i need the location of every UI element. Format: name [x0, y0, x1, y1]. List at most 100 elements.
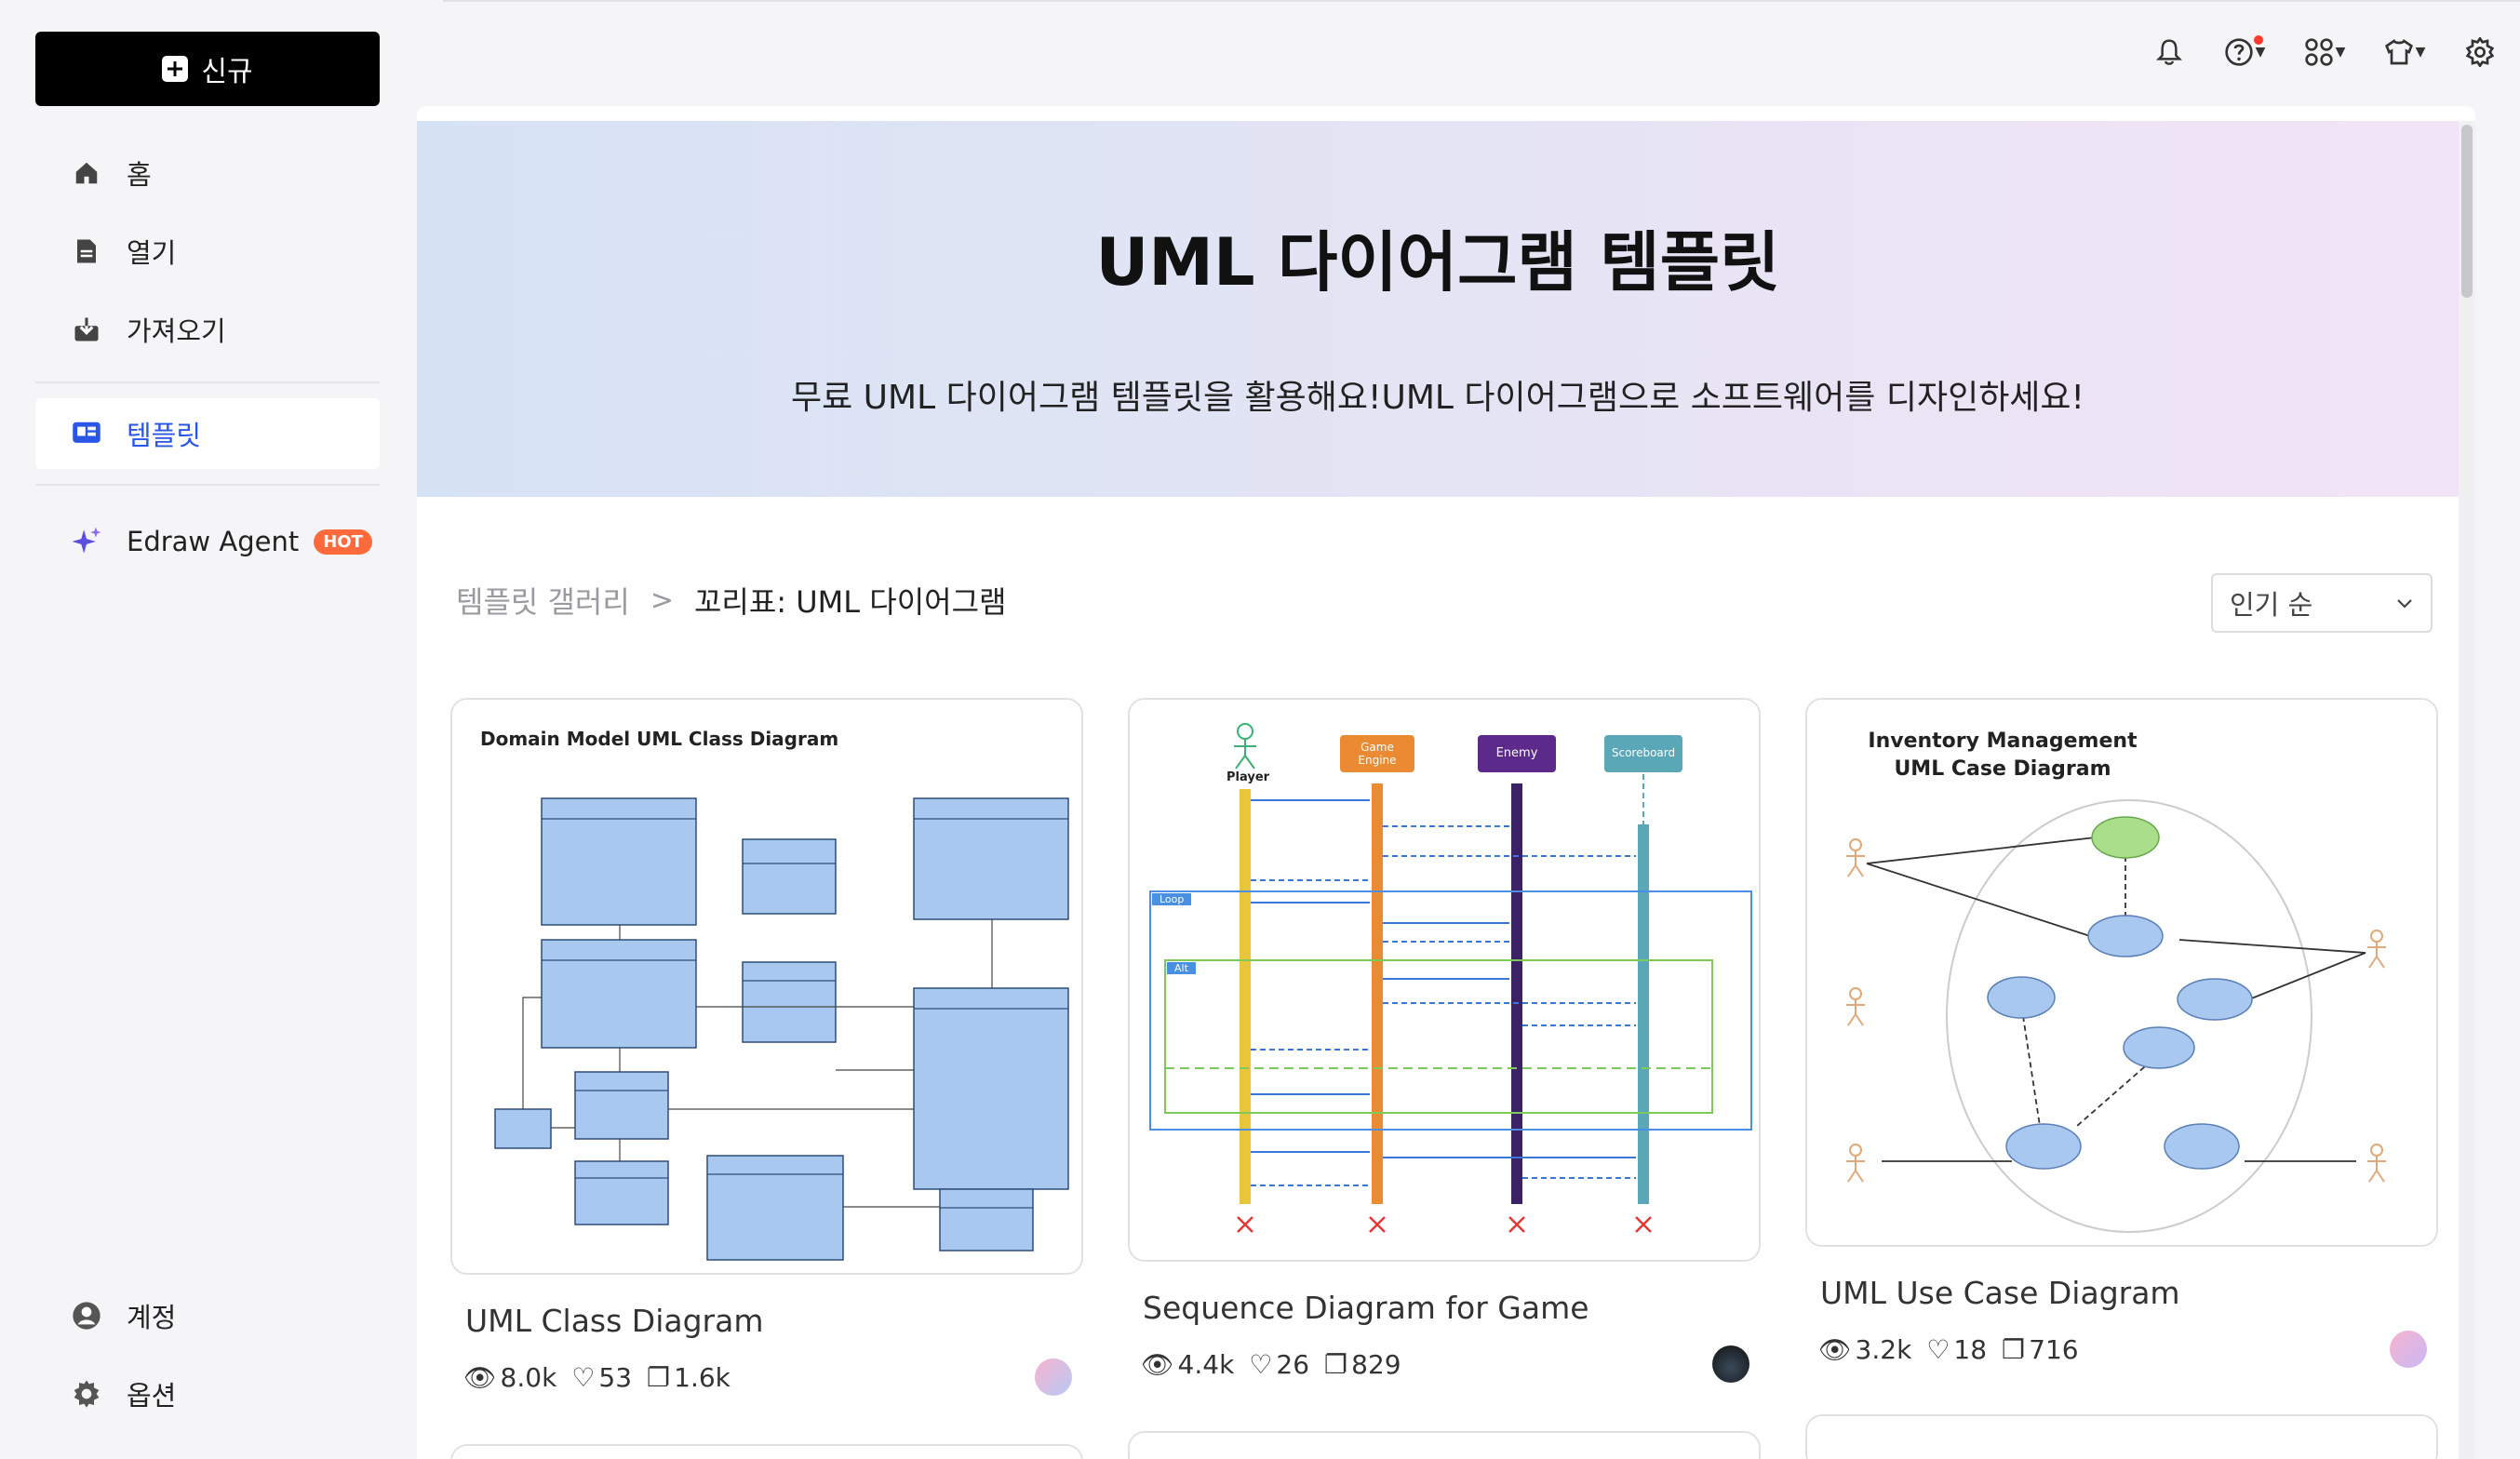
sidebar-item-label: 가져오기 — [127, 315, 226, 347]
template-card[interactable]: Player Game Engine Enemy Scoreboard Loop… — [1128, 698, 1761, 1383]
skin-button[interactable]: ▼ — [2379, 35, 2431, 69]
template-title[interactable]: UML Use Case Diagram — [1820, 1275, 2180, 1311]
account-icon — [71, 1300, 102, 1332]
sidebar-item-label: 열기 — [127, 237, 177, 269]
notification-dot — [2254, 35, 2263, 45]
chevron-down-icon — [2397, 599, 2412, 609]
copy-count: 1.6k — [674, 1362, 731, 1393]
frame-label-alt: Alt — [1167, 962, 1196, 974]
lifeline-label-enemy: Enemy — [1495, 746, 1538, 760]
template-card[interactable]: Inventory Management UML Case Diagram — [1805, 698, 2438, 1368]
view-count: 3.2k — [1855, 1334, 1912, 1365]
template-stats: 👁4.4k ♡26 ❐829 — [1141, 1349, 1401, 1380]
sparkle-icon — [71, 526, 102, 557]
apps-grid-icon — [2304, 38, 2333, 66]
heart-icon: ♡ — [1249, 1349, 1273, 1380]
sidebar-item-label: Edraw Agent — [127, 526, 300, 557]
sort-selected-value: 인기 순 — [2230, 589, 2313, 621]
lifeline-label-scoreboard: Scoreboard — [1611, 746, 1676, 759]
copy-icon: ❐ — [1324, 1349, 1348, 1380]
view-count: 8.0k — [500, 1362, 557, 1393]
template-thumbnail[interactable]: Player Game Engine Enemy Scoreboard Loop… — [1128, 698, 1761, 1262]
sidebar-divider — [35, 381, 380, 383]
template-title[interactable]: Sequence Diagram for Game — [1143, 1290, 1589, 1326]
author-avatar[interactable] — [1035, 1359, 1072, 1396]
sidebar-item-templates[interactable]: 템플릿 — [35, 398, 380, 469]
template-card[interactable]: Domain Model UML Class Diagram — [450, 698, 1083, 1396]
sidebar-item-label: 계정 — [127, 1302, 177, 1333]
copy-count: 829 — [1351, 1349, 1401, 1380]
sidebar-item-account[interactable]: 계정 — [35, 1280, 380, 1351]
frame-label-loop: Loop — [1152, 893, 1192, 905]
notification-button[interactable] — [2148, 35, 2191, 69]
template-title[interactable]: UML Class Diagram — [465, 1303, 764, 1339]
main-content: UML 다이어그램 템플릿 무료 UML 다이어그램 템플릿을 활용해요!UML… — [417, 106, 2475, 1459]
hero-banner: UML 다이어그램 템플릿 무료 UML 다이어그램 템플릿을 활용해요!UML… — [417, 121, 2459, 497]
template-card-partial[interactable] — [450, 1444, 1083, 1459]
sidebar-item-label: 옵션 — [127, 1380, 177, 1412]
sidebar-item-edraw-agent[interactable]: Edraw Agent HOT — [35, 506, 380, 577]
lifeline-label-engine: Game Engine — [1358, 741, 1397, 767]
page-subtitle: 무료 UML 다이어그램 템플릿을 활용해요!UML 다이어그램으로 소프트웨어… — [791, 379, 2084, 417]
heart-icon: ♡ — [1926, 1334, 1950, 1365]
heart-icon: ♡ — [571, 1362, 596, 1393]
sidebar-item-open[interactable]: 열기 — [35, 216, 380, 287]
copy-icon: ❐ — [2002, 1334, 2026, 1365]
sort-select[interactable]: 인기 순 — [2211, 573, 2433, 633]
new-button[interactable]: 신규 — [35, 32, 380, 106]
top-toolbar: ▼ ▼ ▼ — [2148, 35, 2501, 69]
eye-icon: 👁 — [1818, 1334, 1852, 1365]
view-count: 4.4k — [1177, 1349, 1235, 1380]
sequence-diagram-preview — [1149, 723, 1752, 1233]
eye-icon: 👁 — [1141, 1349, 1174, 1380]
thumbnail-title: Inventory Management UML Case Diagram — [1868, 730, 2138, 781]
template-stats: 👁3.2k ♡18 ❐716 — [1818, 1334, 2079, 1365]
template-card-partial[interactable] — [1805, 1414, 2438, 1459]
document-icon — [71, 235, 102, 267]
use-case-diagram-preview — [1846, 799, 2386, 1233]
lifeline-label-player: Player — [1226, 770, 1270, 784]
like-count: 26 — [1276, 1349, 1310, 1380]
template-card-partial[interactable] — [1128, 1431, 1761, 1459]
help-button[interactable]: ▼ — [2218, 35, 2271, 69]
settings-button[interactable] — [2459, 35, 2501, 69]
copy-icon: ❐ — [647, 1362, 671, 1393]
sidebar-item-options[interactable]: 옵션 — [35, 1359, 380, 1429]
sidebar-item-label: 홈 — [127, 159, 152, 191]
sidebar-item-import[interactable]: 가져오기 — [35, 294, 380, 365]
breadcrumb: 템플릿 갤러리 > 꼬리표: UML 다이어그램 — [456, 579, 1006, 622]
home-icon — [71, 157, 102, 189]
import-icon — [71, 314, 102, 345]
class-diagram-preview — [494, 797, 1069, 1261]
template-stats: 👁8.0k ♡53 ❐1.6k — [463, 1362, 731, 1393]
scrollbar[interactable] — [2459, 121, 2475, 1459]
template-thumbnail[interactable]: Domain Model UML Class Diagram — [450, 698, 1083, 1275]
template-thumbnail[interactable]: Inventory Management UML Case Diagram — [1805, 698, 2438, 1247]
copy-count: 716 — [2029, 1334, 2079, 1365]
breadcrumb-separator: > — [650, 583, 674, 617]
chevron-down-icon: ▼ — [2335, 45, 2346, 60]
sidebar: 신규 홈 열기 가져오기 템플릿 — [0, 0, 415, 1459]
breadcrumb-current: 꼬리표: UML 다이어그램 — [693, 584, 1007, 620]
sidebar-item-home[interactable]: 홈 — [35, 138, 380, 208]
hot-badge: HOT — [314, 529, 372, 555]
author-avatar[interactable] — [1712, 1345, 1749, 1383]
help-icon — [2224, 38, 2253, 66]
bell-icon — [2155, 39, 2183, 65]
new-button-label: 신규 — [201, 56, 253, 88]
breadcrumb-root-link[interactable]: 템플릿 갤러리 — [456, 584, 630, 620]
template-icon — [71, 418, 102, 449]
chevron-down-icon: ▼ — [2415, 45, 2426, 60]
like-count: 18 — [1953, 1334, 1988, 1365]
settings-icon — [71, 1378, 102, 1410]
chevron-down-icon: ▼ — [2255, 45, 2266, 60]
like-count: 53 — [598, 1362, 633, 1393]
sidebar-divider — [35, 484, 380, 486]
sidebar-item-label: 템플릿 — [127, 420, 202, 451]
author-avatar[interactable] — [2390, 1331, 2427, 1368]
shirt-icon — [2384, 39, 2413, 65]
scrollbar-thumb[interactable] — [2461, 125, 2473, 298]
apps-button[interactable]: ▼ — [2299, 35, 2351, 69]
page-title: UML 다이어그램 템플릿 — [1095, 224, 1780, 301]
